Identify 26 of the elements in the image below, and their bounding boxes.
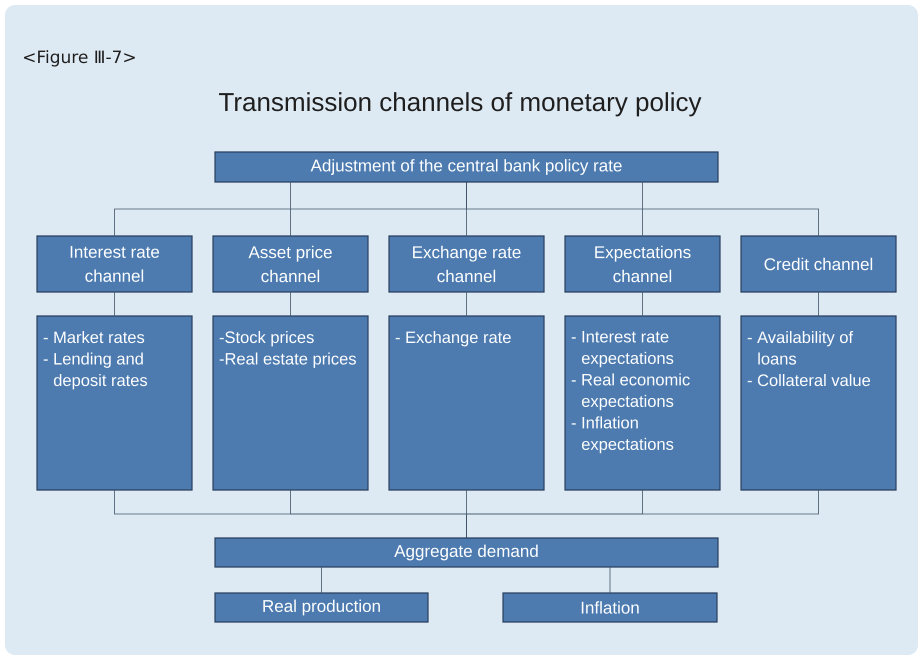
connector-line	[642, 292, 643, 316]
process-box: Interest rate channel	[36, 235, 193, 293]
process-box: Real production	[214, 592, 429, 623]
process-box: Credit channel	[740, 235, 897, 293]
connector-line	[466, 292, 467, 316]
list-box: -Stock prices -Real estate prices	[212, 315, 369, 491]
process-box: Asset price channel	[212, 235, 369, 293]
connector-line	[466, 182, 819, 236]
list-box: - Interest rate expectations - Real economic expectations - Inflation expectations	[564, 315, 721, 491]
figure-label: <Figure Ⅲ-7>	[24, 50, 135, 67]
connector-line	[818, 292, 819, 316]
list-box: - Market rates - Lending and deposit rates	[36, 315, 193, 491]
process-box: Inflation	[502, 592, 718, 623]
process-box: Expectations channel	[564, 235, 721, 293]
connector-line	[290, 292, 291, 316]
process-box: Exchange rate channel	[388, 235, 545, 293]
list-box: - Exchange rate	[388, 315, 545, 491]
connector-line	[290, 182, 291, 236]
connector-line	[321, 567, 322, 593]
process-box: Adjustment of the central bank policy rate	[214, 151, 719, 183]
connector-line	[466, 490, 819, 538]
process-box: Aggregate demand	[214, 537, 719, 568]
title: Transmission channels of monetary policy	[219, 92, 702, 116]
list-box: - Availability of loans - Collateral value	[740, 315, 897, 491]
connector-line	[642, 182, 643, 236]
connector-line	[114, 292, 115, 316]
